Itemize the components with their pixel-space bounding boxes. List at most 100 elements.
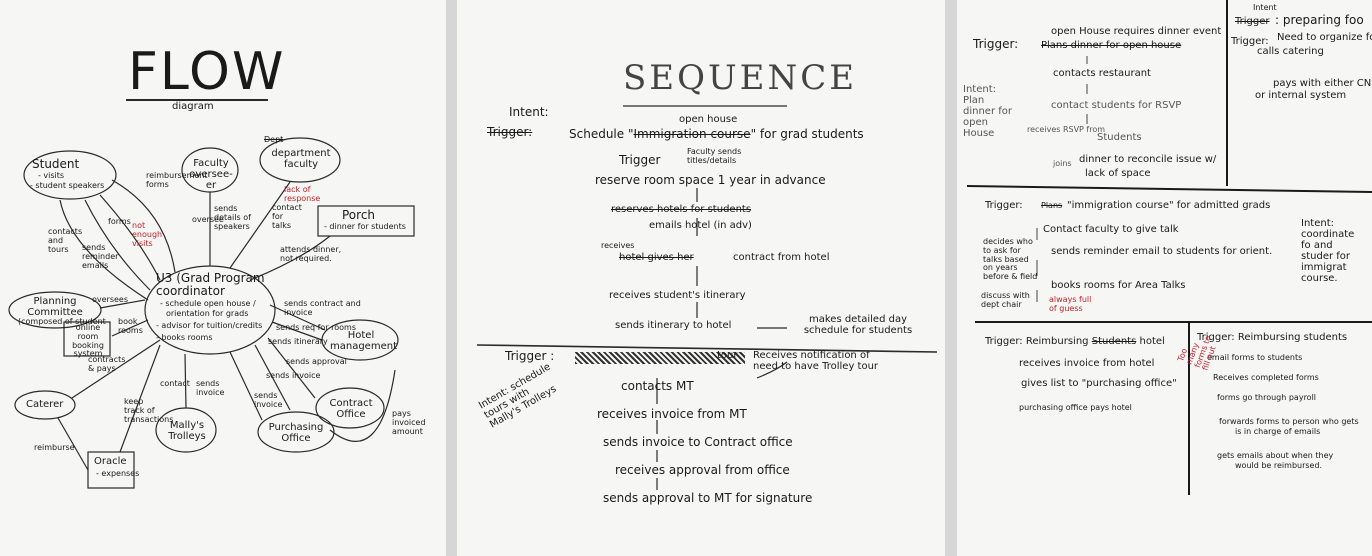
- student-line-1: - visits: [38, 171, 65, 180]
- step2-1: contacts MT: [621, 379, 694, 393]
- s2-line-4: or internal system: [1255, 90, 1347, 101]
- edge-sends-details: sends details of speakers: [214, 204, 251, 231]
- u3-line-2: orientation for grads: [166, 309, 249, 318]
- sequence-panel: SEQUENCE Intent: Trigger: open house Sch…: [457, 0, 945, 556]
- step2-5: sends approval to MT for signature: [603, 491, 813, 505]
- sequence-lines: [476, 105, 938, 490]
- s4-line-2: gives list to "purchasing office": [1021, 378, 1177, 389]
- s4-hotel: hotel: [1139, 336, 1165, 347]
- step2-3: sends invoice to Contract office: [603, 435, 793, 449]
- planning-node-shape: [8, 291, 102, 329]
- porch-node: Porch: [342, 208, 376, 222]
- s3-intent: Intent: coordinate fo and studer for imm…: [1301, 218, 1355, 284]
- student-line-2: - student speakers: [30, 181, 105, 190]
- sequence-title: SEQUENCE: [623, 58, 858, 98]
- u3-node: U3 (Grad Program coordinator: [156, 271, 265, 299]
- s4-strike: Students: [1091, 336, 1137, 347]
- open-house: open house: [679, 114, 738, 125]
- edge-contacts-tours: contacts and tours: [48, 227, 83, 254]
- step-5: hotel gives her: [619, 252, 694, 263]
- purchasing-node: Purchasing Office: [268, 422, 324, 444]
- edge-sends-reminder: sends reminder emails: [82, 243, 119, 270]
- trigger-strike: Trigger:: [487, 125, 533, 139]
- hotel-node: Hotel management: [330, 330, 397, 352]
- s1-line-4: receives RSVP from: [1027, 125, 1106, 134]
- s5-line-5: is in charge of emails: [1235, 427, 1321, 436]
- s1-line-7: dinner to reconcile issue w/: [1079, 154, 1217, 165]
- s1-trigger: Trigger:: [973, 37, 1019, 51]
- intent-label: Intent:: [509, 105, 549, 119]
- oracle-detail: - expenses: [96, 469, 140, 478]
- caterer-node-shape: [14, 390, 76, 420]
- s2-trigger: Trigger:: [1231, 36, 1269, 47]
- step-6: contract from hotel: [733, 252, 830, 263]
- s2-line-1: Need to organize fo: [1277, 32, 1372, 43]
- edge-sends-invoice3: sends invoice: [254, 391, 283, 409]
- contract-node: Contract Office: [329, 398, 373, 420]
- u3-line-1: - schedule open house /: [160, 299, 256, 308]
- s2-line-2: calls catering: [1257, 46, 1324, 57]
- s1-strike: Plans dinner for open house: [1041, 40, 1182, 51]
- s1-line-5: Students: [1097, 132, 1142, 143]
- s4-line-1: receives invoice from hotel: [1019, 358, 1155, 369]
- step-1: reserve room space 1 year in advance: [595, 173, 826, 187]
- oracle-node: Oracle: [94, 456, 127, 467]
- trigger-2: Trigger :: [505, 349, 555, 363]
- s1-line-2: contacts restaurant: [1053, 68, 1151, 79]
- tour-label: tour: [717, 350, 738, 361]
- edge-lack-response: lack of response: [284, 185, 321, 203]
- edge-contracts-pays: contracts & pays: [88, 355, 126, 373]
- triggers-panel: Trigger: Plans dinner for open house ope…: [957, 0, 1372, 556]
- triggers-lines: [966, 0, 1372, 495]
- flow-title: FLOW: [128, 42, 286, 102]
- step-4: receives: [601, 241, 635, 250]
- s4-line-3: purchasing office pays hotel: [1019, 403, 1132, 412]
- edge-attends-dinner: attends dinner, not required.: [280, 245, 342, 263]
- edge-sends-invoice: sends invoice: [266, 371, 321, 380]
- s3-left-note: decides who to ask for talks based on ye…: [983, 237, 1038, 282]
- step-3: emails hotel (in adv): [649, 220, 752, 231]
- receives-notification: Receives notification of need to have Tr…: [753, 350, 879, 372]
- edge-sends-invoice2: sends invoice: [196, 379, 225, 397]
- s1-line-1: open House requires dinner event: [1051, 26, 1222, 37]
- scribbled-out-text: [575, 352, 745, 364]
- step-8: sends itinerary to hotel: [615, 320, 732, 331]
- flow-diagram-lines: [8, 99, 415, 489]
- s5-line-2: Receives completed forms: [1213, 373, 1319, 382]
- student-node: Student: [32, 157, 80, 171]
- edge-keep-track: keep track of transactions: [124, 397, 174, 424]
- s2-title: : preparing foo: [1275, 13, 1364, 27]
- s5-line-3: forms go through payroll: [1217, 393, 1317, 402]
- s2-trigger-strike: Trigger: [1235, 16, 1270, 27]
- mallys-node: Mally's Trolleys: [168, 420, 206, 442]
- s1-line-8: lack of space: [1085, 168, 1151, 179]
- s2-intent: Intent: [1253, 3, 1277, 12]
- schedule-text: Schedule "Immigration course" for grad s…: [569, 127, 864, 141]
- faculty-node: Faculty oversee-er: [189, 158, 233, 191]
- step-9: makes detailed day schedule for students: [803, 314, 913, 336]
- s3-line-2: sends reminder email to students for ori…: [1051, 246, 1273, 257]
- online-node-shape: [63, 321, 111, 357]
- planning-node: Planning Committee: [27, 296, 83, 318]
- caterer-node: Caterer: [26, 399, 64, 410]
- edge-sends-approval: sends approval: [286, 357, 347, 366]
- s3-strike: Plans: [1041, 201, 1063, 210]
- s3-trigger: Trigger:: [985, 200, 1023, 211]
- edge-reimbursement: reimbursement forms: [146, 171, 208, 189]
- s2-line-3: pays with either CNU ca: [1273, 78, 1372, 89]
- flow-subtitle: diagram: [172, 101, 214, 112]
- s5-line-6: gets emails about when they: [1217, 451, 1334, 460]
- dept-strike: Dept: [264, 135, 284, 144]
- step-7: receives student's itinerary: [609, 290, 746, 301]
- step2-2: receives invoice from MT: [597, 407, 747, 421]
- contract-node-shape: [315, 387, 385, 429]
- edge-contact-talks: contact for talks: [272, 203, 302, 230]
- u3-line-4: - books rooms: [156, 333, 213, 342]
- edge-contact: contact: [160, 379, 190, 388]
- faculty-sends: Faculty sends titles/details: [687, 147, 742, 165]
- s1-intent: Intent: Plan dinner for open House: [963, 84, 1012, 139]
- s4-trigger-label: Trigger:: [985, 336, 1023, 347]
- s3-line-3: books rooms for Area Talks: [1051, 280, 1186, 291]
- immigration-strike: Immigration course: [633, 127, 751, 141]
- s5-line-4: forwards forms to person who gets: [1219, 417, 1359, 426]
